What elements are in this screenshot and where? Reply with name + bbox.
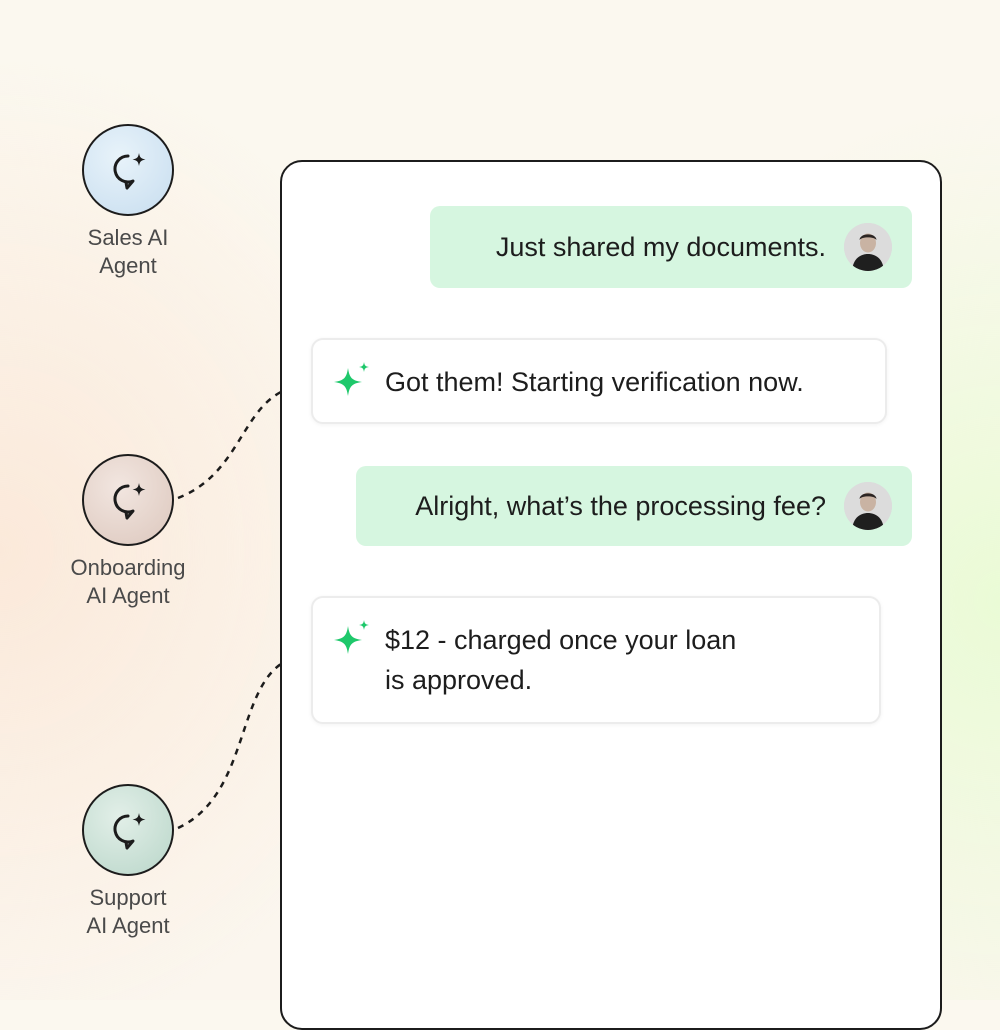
agent-onboarding[interactable]: Onboarding AI Agent [38, 454, 218, 610]
chat-panel [280, 160, 942, 1030]
ai-message: Got them! Starting verification now. [311, 338, 887, 424]
agent-label: Support AI Agent [86, 885, 170, 938]
agent-label: Sales AI Agent [87, 225, 169, 278]
agent-avatar[interactable] [82, 124, 174, 216]
user-avatar [844, 482, 892, 530]
user-message: Alright, what’s the processing fee? [356, 466, 912, 546]
user-message: Just shared my documents. [430, 206, 912, 288]
agent-sales[interactable]: Sales AI Agent [38, 124, 218, 280]
chat-sparkle-icon [113, 483, 146, 520]
agent-avatar[interactable] [82, 454, 174, 546]
chat-sparkle-icon [113, 153, 146, 190]
message-text: Alright, what’s the processing fee? [415, 490, 826, 521]
user-photo-icon [844, 482, 892, 530]
agent-label: Onboarding AI Agent [70, 555, 186, 608]
user-avatar [844, 223, 892, 271]
agent-support[interactable]: Support AI Agent [38, 784, 218, 940]
sparkle-icon [334, 362, 369, 396]
message-text: $12 - charged once your loan is approved… [385, 625, 737, 695]
ai-message: $12 - charged once your loan is approved… [311, 596, 881, 724]
sparkle-icon [334, 620, 369, 654]
chat-sparkle-icon [113, 813, 146, 850]
user-photo-icon [844, 223, 892, 271]
message-text: Just shared my documents. [495, 231, 826, 262]
agent-avatar[interactable] [82, 784, 174, 876]
message-text: Got them! Starting verification now. [385, 367, 804, 397]
